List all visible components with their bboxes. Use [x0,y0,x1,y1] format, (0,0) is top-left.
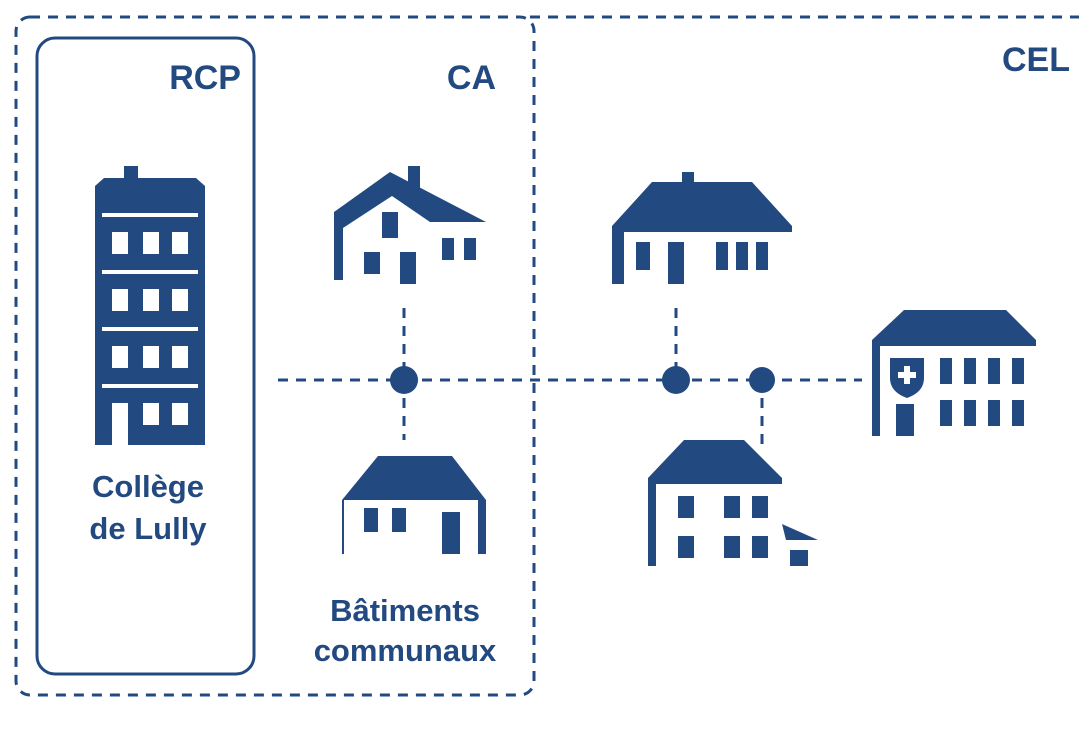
rcp-zone-label: RCP [169,59,241,97]
network-node-ca [390,366,418,394]
house-icon [612,172,792,284]
house-icon [342,456,486,554]
batiments-label-line1: Bâtiments [330,593,480,628]
college-label-line2: de Lully [89,511,207,546]
house-icon [334,166,486,284]
college-label-line1: Collège [92,469,204,504]
ca-zone-label: CA [447,59,496,97]
hospital-icon [872,310,1036,436]
apartment-building-icon [95,166,205,445]
rcp-zone-border [35,36,256,676]
network-node-cel-2 [749,367,775,393]
ca-zone-border [14,15,536,697]
house-with-annex-icon [648,440,818,566]
network-node-cel-1 [662,366,690,394]
batiments-label-line2: communaux [314,633,497,668]
cel-zone-label: CEL [1002,41,1070,79]
